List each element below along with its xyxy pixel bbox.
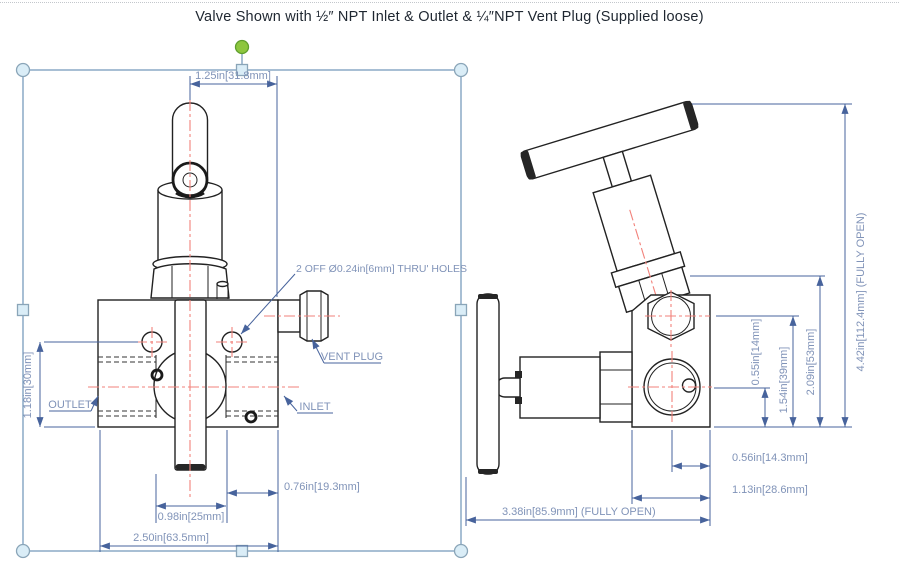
side-view	[476, 100, 711, 475]
front-view	[97, 102, 329, 471]
side-centerlines	[628, 290, 712, 424]
side-dimensions: 0.55in[14mm] 1.54in[39mm] 2.09in[53mm] 4…	[465, 103, 867, 526]
stem-nub-top	[515, 371, 522, 378]
side-handle-cap-top	[478, 294, 498, 299]
dim-top: 1.25in[31.8mm]	[195, 70, 271, 82]
side-bonnet	[519, 356, 601, 419]
selection-handle-bottom-right[interactable]	[453, 543, 469, 559]
selection-handle-top-center[interactable]	[235, 63, 249, 77]
selection-handle-bottom-center[interactable]	[235, 544, 249, 558]
tilted-valve-assembly	[520, 100, 699, 330]
side-handle-bar	[476, 293, 500, 475]
internal-detail-left	[150, 368, 164, 382]
dim-side-v3: 4.42in[112.4mm] (FULLY OPEN)	[855, 213, 867, 372]
top-divider	[0, 2, 899, 3]
t-handle-cap-left	[520, 150, 536, 180]
selection-handle-bottom-left[interactable]	[15, 543, 31, 559]
selection-handle-mid-left[interactable]	[16, 303, 30, 317]
port-small-hole	[681, 378, 697, 393]
hex-nut-facets	[171, 266, 209, 298]
dim-left: 1.18in[30mm]	[22, 352, 34, 419]
selection-handle-mid-right[interactable]	[454, 303, 468, 317]
dim-side-v2: 2.09in[53mm]	[805, 329, 817, 396]
dim-bottom-2: 2.50in[63.5mm]	[133, 532, 209, 544]
selection-handle-top-right[interactable]	[453, 62, 469, 78]
vent-plug-label: VENT PLUG	[321, 351, 383, 363]
bleed-pin-top	[216, 280, 229, 288]
dim-side-v1: 1.54in[39mm]	[778, 347, 790, 414]
bonnet-sides	[157, 190, 223, 262]
rotation-handle[interactable]	[234, 39, 250, 55]
drawing-title: Valve Shown with ½″ NPT Inlet & Outlet &…	[195, 9, 704, 25]
dim-side-v0: 0.55in[14mm]	[750, 319, 762, 386]
side-handle-cap-bottom	[478, 469, 498, 474]
stem-nub-bottom	[515, 397, 522, 404]
hex-adapter-facets	[600, 369, 632, 405]
hidden-port-threads	[98, 356, 278, 417]
dim-side-h1: 1.13in[28.6mm]	[732, 484, 808, 496]
outlet-label: OUTLET	[48, 399, 92, 411]
front-centerlines	[88, 100, 340, 500]
t-handle-cap-right	[683, 100, 699, 130]
bleed-pin	[216, 284, 229, 299]
dim-side-h0: 0.56in[14.3mm]	[732, 452, 808, 464]
valve-stem	[602, 150, 633, 188]
selection-handle-top-left[interactable]	[15, 62, 31, 78]
dim-bottom-1: 0.98in[25mm]	[158, 511, 225, 523]
internal-detail-right	[244, 410, 258, 424]
hex-adapter	[599, 351, 633, 423]
dim-side-h2: 3.38in[85.9mm] (FULLY OPEN)	[502, 506, 656, 518]
selection-box	[15, 39, 469, 559]
thru-holes-note: 2 OFF Ø0.24in[6mm] THRU' HOLES	[296, 263, 467, 275]
front-dimensions: 1.25in[31.8mm] 1.18in[30mm] 0.76in[19.3m…	[22, 70, 467, 552]
inlet-label: INLET	[299, 401, 330, 413]
dim-bottom-0: 0.76in[19.3mm]	[284, 481, 360, 493]
